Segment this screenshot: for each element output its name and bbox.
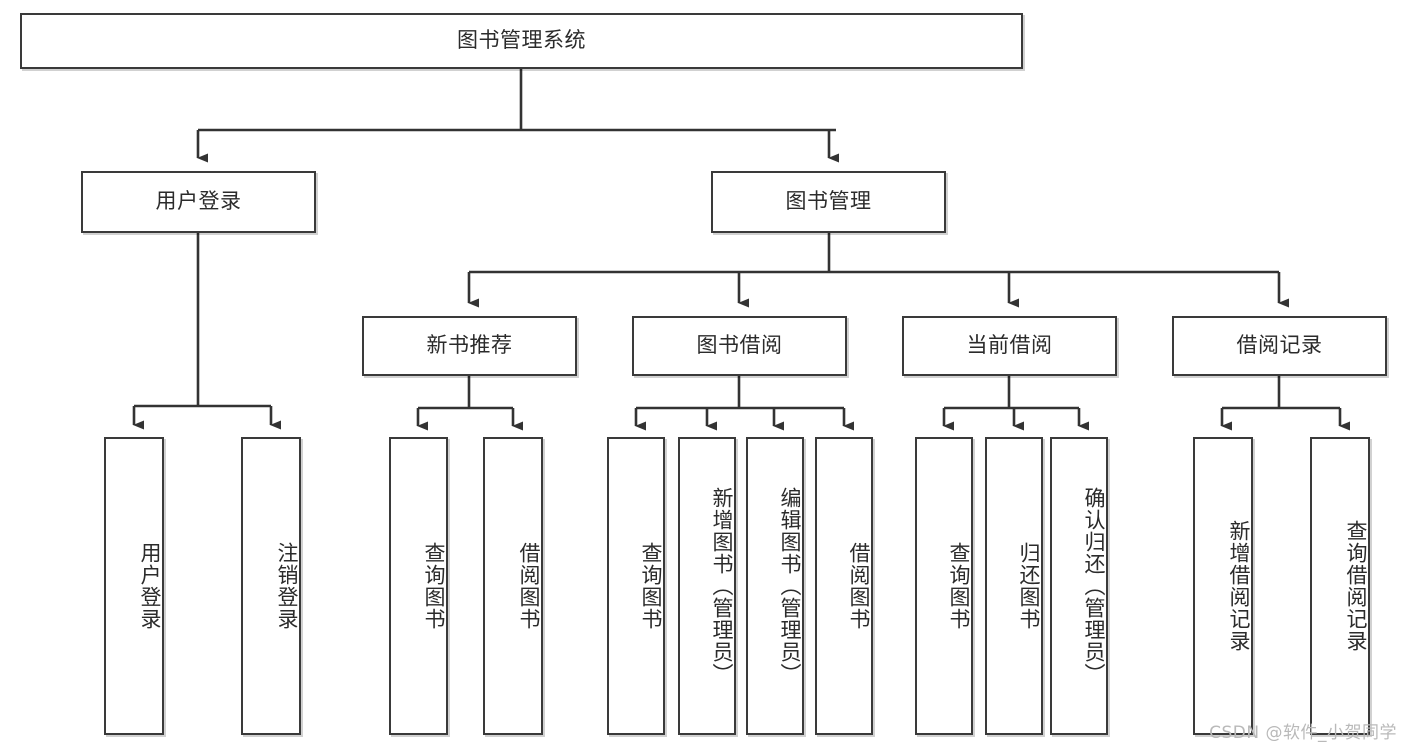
leaf-query-book-recommend[interactable]: 查询图书 <box>389 437 448 735</box>
node-new-book-recommend[interactable]: 新书推荐 <box>362 316 577 376</box>
node-new-book-recommend-label: 新书推荐 <box>426 333 513 358</box>
node-current-borrow-label: 当前借阅 <box>966 333 1053 358</box>
leaf-query-borrow-record-label: 查询借阅记录 <box>1344 520 1368 652</box>
leaf-logout[interactable]: 注销登录 <box>241 437 301 735</box>
leaf-borrow-book-recommend[interactable]: 借阅图书 <box>483 437 543 735</box>
node-book-borrow-label: 图书借阅 <box>696 333 783 358</box>
leaf-add-book[interactable]: 新增图书（管理员） <box>678 437 736 735</box>
leaf-query-book-current[interactable]: 查询图书 <box>915 437 973 735</box>
leaf-user-login[interactable]: 用户登录 <box>104 437 164 735</box>
leaf-query-book-borrow[interactable]: 查询图书 <box>607 437 665 735</box>
leaf-return-book-label: 归还图书 <box>1017 542 1041 630</box>
leaf-user-login-label: 用户登录 <box>138 542 162 630</box>
node-user-login[interactable]: 用户登录 <box>81 171 316 233</box>
leaf-edit-book-label: 编辑图书（管理员） <box>778 487 802 685</box>
node-borrow-record[interactable]: 借阅记录 <box>1172 316 1387 376</box>
leaf-borrow-book[interactable]: 借阅图书 <box>815 437 873 735</box>
node-book-manage-label: 图书管理 <box>785 189 872 214</box>
leaf-query-book-recommend-label: 查询图书 <box>422 542 446 630</box>
leaf-add-book-label: 新增图书（管理员） <box>710 487 734 685</box>
watermark-text: CSDN @软件_小贺同学 <box>1209 723 1397 743</box>
node-book-borrow[interactable]: 图书借阅 <box>632 316 847 376</box>
leaf-query-borrow-record[interactable]: 查询借阅记录 <box>1310 437 1370 735</box>
leaf-confirm-return-label: 确认归还（管理员） <box>1082 487 1106 685</box>
leaf-add-borrow-record[interactable]: 新增借阅记录 <box>1193 437 1253 735</box>
node-current-borrow[interactable]: 当前借阅 <box>902 316 1117 376</box>
node-book-manage[interactable]: 图书管理 <box>711 171 946 233</box>
leaf-logout-label: 注销登录 <box>275 542 299 630</box>
leaf-add-borrow-record-label: 新增借阅记录 <box>1227 520 1251 652</box>
node-user-login-label: 用户登录 <box>155 189 242 214</box>
leaf-edit-book[interactable]: 编辑图书（管理员） <box>746 437 804 735</box>
leaf-borrow-book-recommend-label: 借阅图书 <box>517 542 541 630</box>
leaf-borrow-book-label: 借阅图书 <box>847 542 871 630</box>
leaf-confirm-return[interactable]: 确认归还（管理员） <box>1050 437 1108 735</box>
node-root-label: 图书管理系统 <box>457 28 586 53</box>
leaf-query-book-borrow-label: 查询图书 <box>639 542 663 630</box>
node-root[interactable]: 图书管理系统 <box>20 13 1023 69</box>
leaf-return-book[interactable]: 归还图书 <box>985 437 1043 735</box>
node-borrow-record-label: 借阅记录 <box>1236 333 1323 358</box>
leaf-query-book-current-label: 查询图书 <box>947 542 971 630</box>
